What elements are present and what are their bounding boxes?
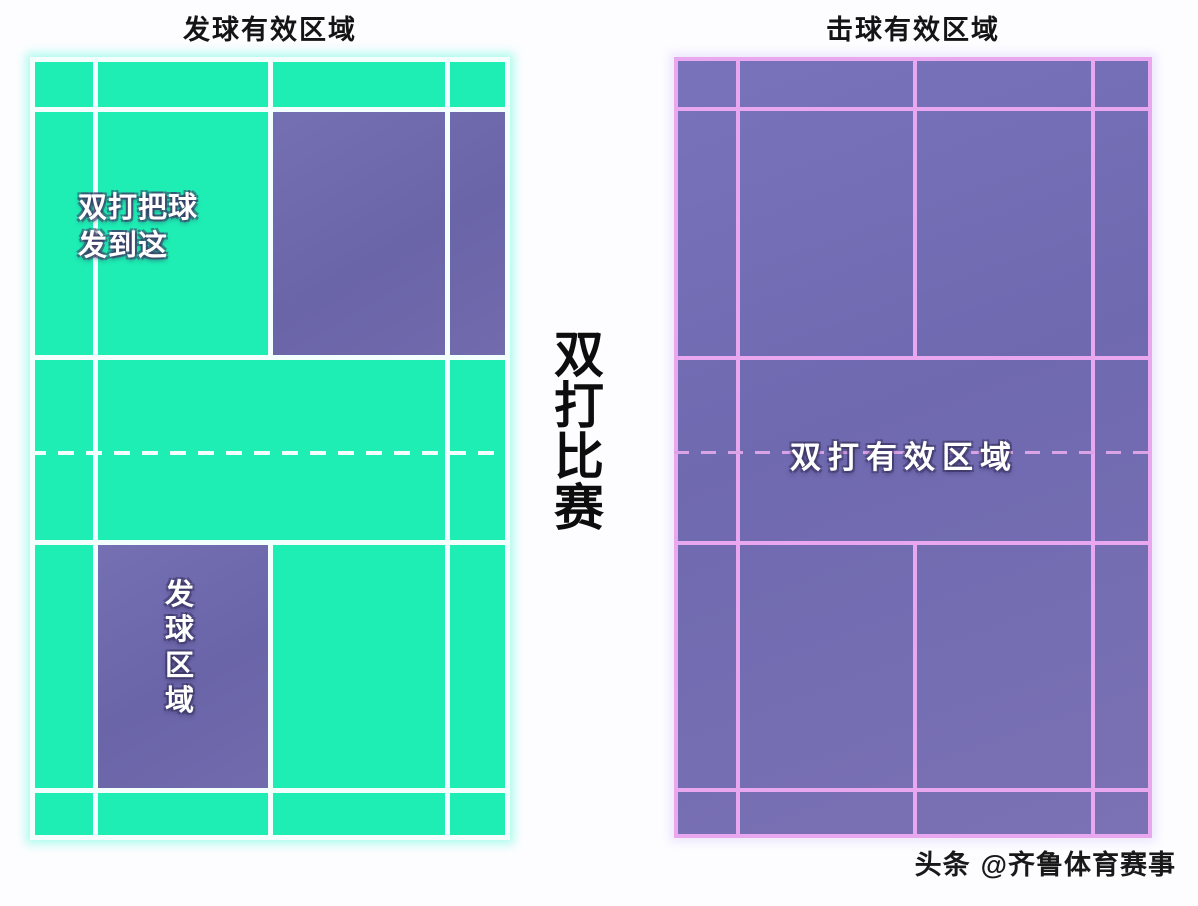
serve-zone-label-char-3: 区 [164, 649, 195, 682]
court-line-doubles-right [1091, 57, 1095, 838]
court-line-doubles-left [93, 57, 98, 840]
court-line-long-service-top [674, 107, 1152, 111]
watermark-handle: @齐鲁体育赛事 [980, 850, 1176, 880]
court-line-long-service-bot [30, 788, 510, 793]
court-line-doubles-left [736, 57, 740, 838]
watermark-source: 头条 [914, 850, 971, 880]
serve-zone-label: 发 球 区 域 [152, 578, 208, 720]
court-line-doubles-right [445, 57, 450, 840]
court-line-short-service-bot [674, 541, 1152, 545]
right-badminton-court: 双打有效区域 [674, 57, 1152, 838]
center-caption: 双 打 比 赛 [548, 330, 610, 534]
serve-target-zone-label: 双打把球 发到这 [78, 190, 278, 265]
court-line-baseline-top [674, 57, 1152, 61]
serve-target-zone [270, 110, 510, 358]
court-line-short-service-top [674, 356, 1152, 360]
court-line-center-top [913, 57, 917, 358]
court-line-center-top [268, 57, 273, 358]
court-line-baseline-bottom [674, 834, 1152, 838]
court-line-sideline-left [674, 57, 678, 838]
watermark: 头条 @齐鲁体育赛事 [915, 843, 1176, 882]
right-diagram-title: 击球有效区域 [826, 15, 1000, 45]
center-caption-char-1: 双 [554, 327, 604, 383]
court-line-sideline-left [30, 57, 35, 840]
court-line-sideline-right [505, 57, 510, 840]
court-net-dashed-line [30, 451, 510, 455]
left-diagram-title: 发球有效区域 [183, 15, 357, 45]
court-line-baseline-top [30, 57, 510, 62]
center-caption-char-2: 打 [554, 378, 604, 434]
serve-zone-label-char-2: 球 [164, 614, 195, 647]
serve-zone-label-char-4: 域 [164, 685, 195, 718]
court-line-sideline-right [1148, 57, 1152, 838]
court-line-short-service-bot [30, 540, 510, 545]
left-badminton-court: 双打把球 发到这 发 球 区 域 [30, 57, 510, 840]
serve-zone-label-char-1: 发 [164, 579, 195, 611]
center-caption-char-4: 赛 [554, 480, 604, 536]
court-line-short-service-top [30, 355, 510, 360]
center-caption-char-3: 比 [554, 429, 604, 485]
doubles-valid-area-label: 双打有效区域 [790, 440, 1018, 475]
serve-zone [95, 543, 270, 790]
court-line-baseline-bottom [30, 835, 510, 840]
court-line-long-service-top [30, 107, 510, 112]
court-net-dashed-line [674, 451, 1152, 454]
serve-target-zone-label-line-1: 双打把球 [78, 192, 199, 224]
court-line-center-bottom [913, 543, 917, 838]
serve-target-zone-label-line-2: 发到这 [78, 229, 169, 262]
court-line-long-service-bot [674, 788, 1152, 792]
court-line-center-bottom [268, 543, 273, 840]
